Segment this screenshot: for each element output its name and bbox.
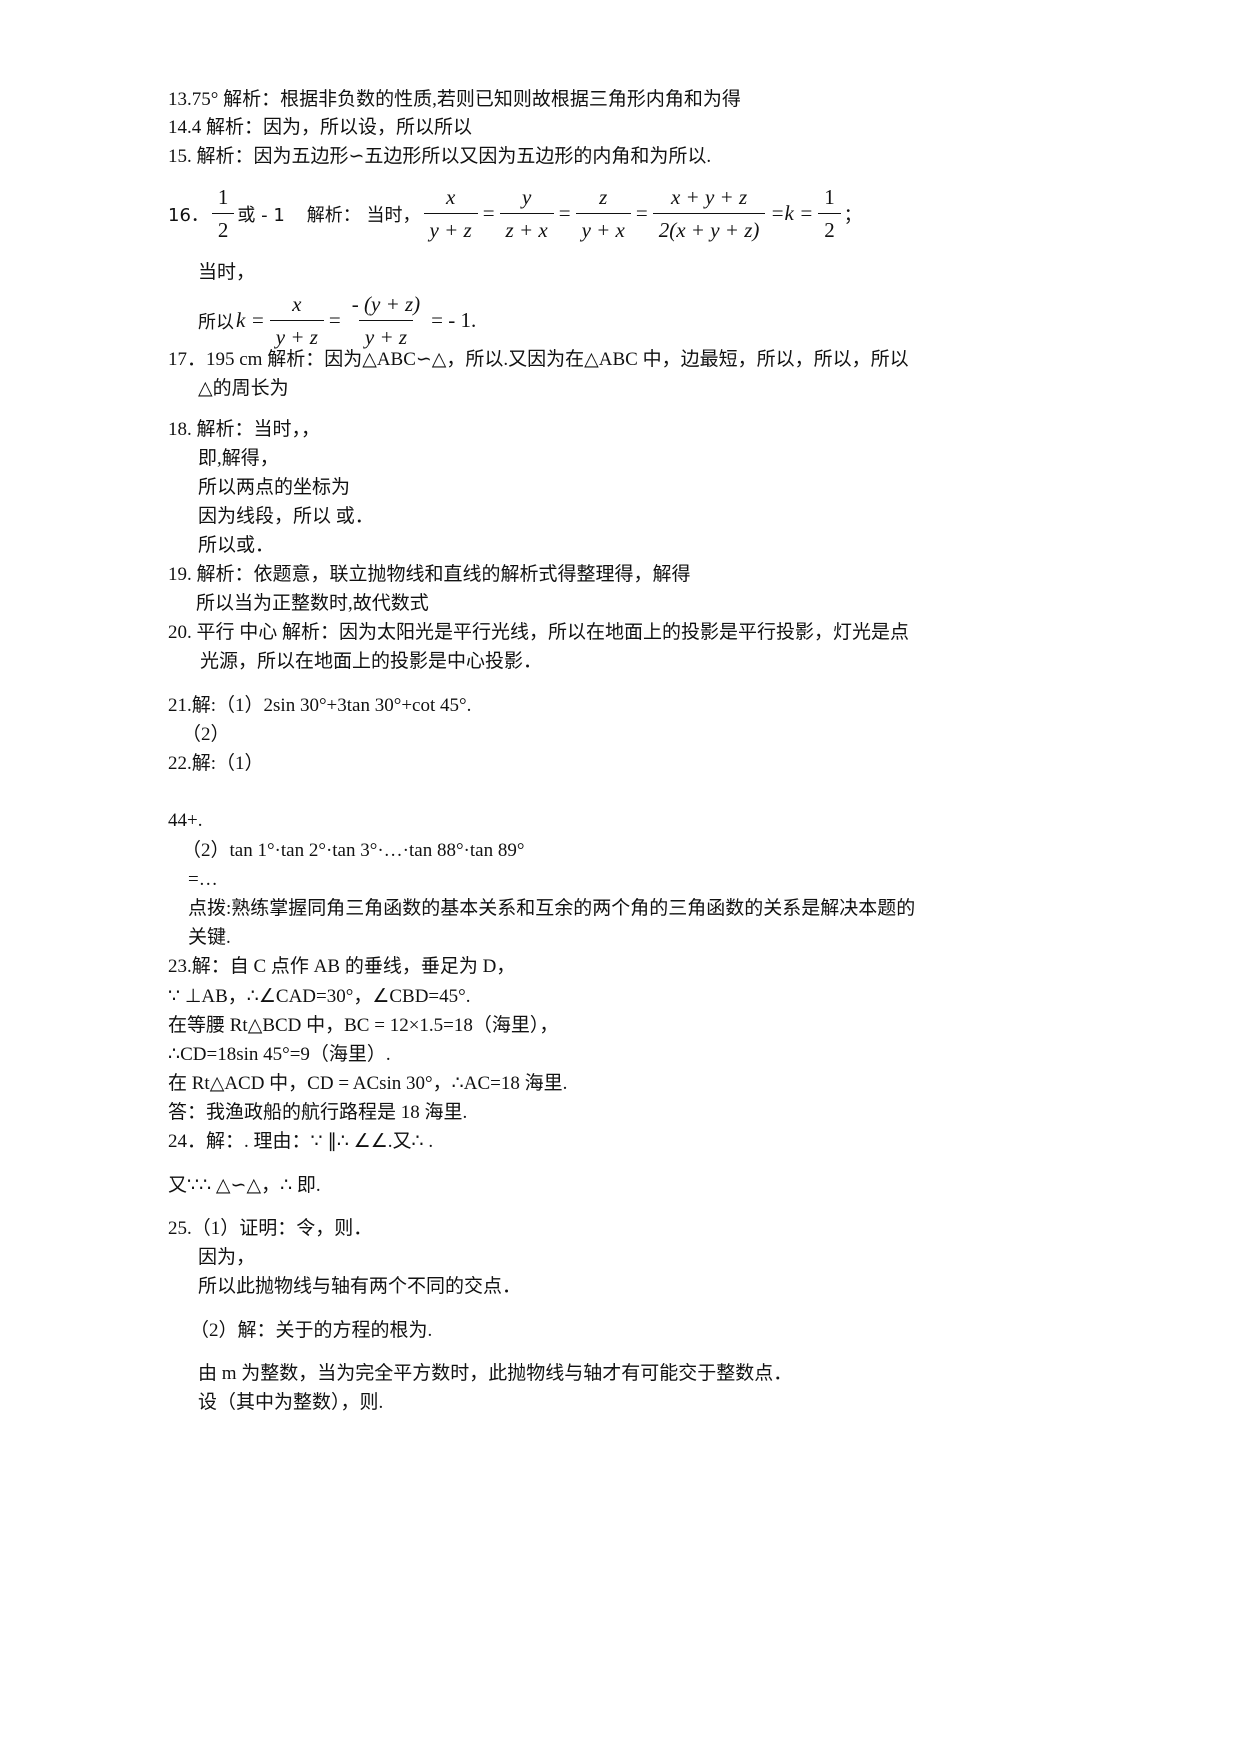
text-line: 点拨:熟练掌握同角三角函数的基本关系和互余的两个角的三角函数的关系是解决本题的 xyxy=(188,898,916,919)
text-line: 44+. xyxy=(168,810,203,831)
text-line: 15. 解析：因为五边形∽五边形所以又因为五边形的内角和为所以. xyxy=(168,146,712,167)
equals: = xyxy=(328,308,341,332)
numerator: x + y + z xyxy=(670,185,748,209)
k-intro: 所以 xyxy=(198,311,234,333)
k-equals: k = xyxy=(236,308,265,332)
denominator: y + x xyxy=(575,213,631,243)
denominator: 2(x + y + z) xyxy=(652,213,766,243)
text-line: 25.（1）证明：令，则． xyxy=(168,1218,373,1239)
numerator: z xyxy=(599,185,608,209)
text-line: 21.解:（1）2sin 30°+3tan 30°+cot 45°. xyxy=(168,695,472,716)
equals: = xyxy=(558,201,571,225)
text-line: 13.75° 解析：根据非负数的性质,若则已知则故根据三角形内角和为得 xyxy=(168,89,741,110)
semicolon: ； xyxy=(843,204,862,226)
text-line: 因为线段，所以 或． xyxy=(198,506,374,527)
equals: = xyxy=(482,201,495,225)
text-line: 关键. xyxy=(188,927,231,948)
text-line: 在 Rt△ACD 中，CD = ACsin 30°，∴AC=18 海里. xyxy=(168,1073,568,1094)
equals: = xyxy=(635,201,648,225)
text-line: ∴CD=18sin 45°=9（海里）. xyxy=(168,1044,391,1065)
q16-answer-tail: 或 - 1 xyxy=(237,204,285,226)
numerator: x xyxy=(292,292,302,316)
k-equals: =k = xyxy=(770,201,814,225)
q16-fraction-4: x + y + z 2(x + y + z) xyxy=(652,184,766,243)
k-fraction-1: x y + z xyxy=(269,291,324,350)
q16-fraction-1: x y + z xyxy=(423,184,478,243)
q16-intro: 解析： 当时， xyxy=(306,204,421,226)
denominator: z + x xyxy=(499,213,554,243)
result: = - 1. xyxy=(431,308,477,332)
text-line: 所以此抛物线与轴有两个不同的交点． xyxy=(198,1276,522,1297)
text-line: 因为， xyxy=(198,1247,256,1268)
q16-fraction-2: y z + x xyxy=(499,184,554,243)
text-line: （2） xyxy=(182,724,230,745)
numerator: y xyxy=(521,185,532,209)
q16-label: 16． xyxy=(168,204,209,226)
text-line: 19. 解析：依题意，联立抛物线和直线的解析式得整理得，解得 xyxy=(168,564,691,585)
text-line: 24．解：. 理由：∵ ∥∴ ∠∠.又∴ . xyxy=(168,1131,434,1152)
denominator: y + z xyxy=(358,320,414,350)
numerator: - (y + z) xyxy=(351,292,421,316)
denominator: y + z xyxy=(269,320,324,350)
text-line: 在等腰 Rt△BCD 中，BC = 12×1.5=18（海里）， xyxy=(168,1015,559,1036)
text-line: △的周长为 xyxy=(198,378,289,399)
text-line: 当时， xyxy=(198,262,256,283)
text-line: 23.解：自 C 点作 AB 的垂线，垂足为 D， xyxy=(168,956,516,977)
text-line: =… xyxy=(188,869,218,890)
text-line: 光源，所以在地面上的投影是中心投影． xyxy=(200,651,543,672)
text-line: 22.解:（1） xyxy=(168,753,264,774)
text-line: 所以两点的坐标为 xyxy=(198,477,351,498)
text-line: ∵ ⊥AB，∴∠CAD=30°，∠CBD=45°. xyxy=(168,986,471,1007)
text-line: 20. 平行 中心 解析：因为太阳光是平行光线，所以在地面上的投影是平行投影，灯… xyxy=(168,622,910,643)
text-line: 17．195 cm 解析：因为△ABC∽△，所以.又因为在△ABC 中，边最短，… xyxy=(168,349,909,370)
denominator: y + z xyxy=(423,213,478,243)
numerator: 1 xyxy=(217,185,229,209)
text-line: 答：我渔政船的航行路程是 18 海里. xyxy=(168,1102,468,1123)
k-formula-line: 所以 k = x y + z = - (y + z) y + z = - 1. xyxy=(198,291,478,350)
numerator: x xyxy=(445,185,456,209)
text-line: 设（其中为整数），则. xyxy=(198,1392,384,1413)
text-line: （2）解：关于的方程的根为. xyxy=(190,1320,433,1341)
text-line: 所以当为正整数时,故代数式 xyxy=(196,593,429,614)
text-line: 18. 解析：当时，， xyxy=(168,419,321,440)
denominator: 2 xyxy=(211,213,235,243)
k-fraction-2: - (y + z) y + z xyxy=(346,291,426,350)
text-line: 又∵∴ △∽△，∴ 即. xyxy=(168,1175,321,1196)
text-line: 所以或． xyxy=(198,535,275,556)
text-line: 14.4 解析：因为，所以设，所以所以 xyxy=(168,117,473,138)
numerator: 1 xyxy=(824,185,835,209)
text-line: 即,解得， xyxy=(198,448,279,469)
q16-fraction-3: z y + x xyxy=(575,184,631,243)
text-line: （2）tan 1°·tan 2°·tan 3°·…·tan 88°·tan 89… xyxy=(182,840,525,861)
denominator: 2 xyxy=(818,213,841,243)
text-line: 由 m 为整数，当为完全平方数时，此抛物线与轴才有可能交于整数点． xyxy=(198,1363,793,1384)
